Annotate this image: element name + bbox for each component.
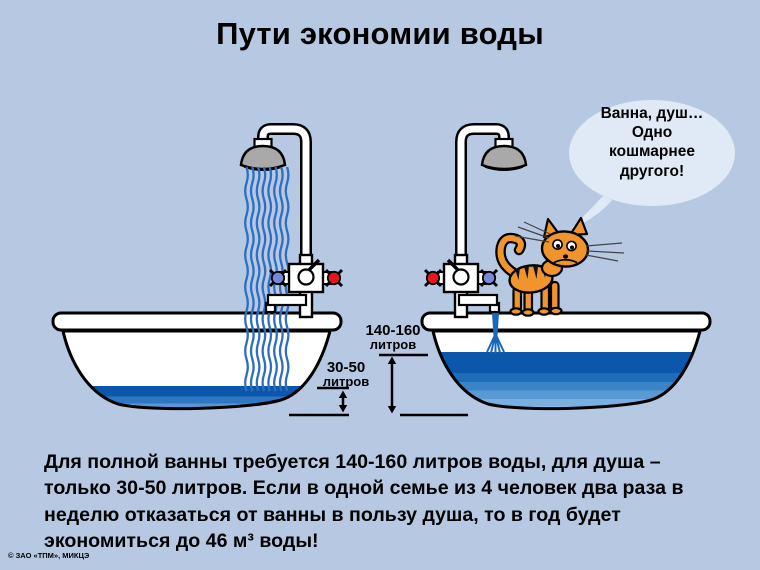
bath-volume-unit: литров <box>369 337 417 353</box>
cat-mouth <box>553 258 578 264</box>
shower-pipe-icon <box>239 123 312 262</box>
right-faucet-icon <box>423 253 501 319</box>
bubble-line: другого! <box>619 162 685 180</box>
cold-knob-icon <box>268 268 288 288</box>
bubble-line: кошмарнее <box>609 143 695 161</box>
cat-face <box>552 239 578 264</box>
faucet-stream-icon <box>486 306 505 354</box>
bath-scene <box>379 123 712 417</box>
hot-knob-icon <box>324 268 344 288</box>
shower-head-icon <box>239 144 287 171</box>
bath-water-level <box>433 352 700 409</box>
cat-illustration <box>495 216 625 317</box>
right-bathtub <box>420 311 712 411</box>
bath-volume-dimension <box>379 353 468 417</box>
shower-volume-unit: литров <box>322 374 370 390</box>
bath-volume-label: 140-160 литров <box>361 322 425 353</box>
left-faucet-icon <box>264 253 344 319</box>
copyright-line: © ЗАО «ТПМ», МИКЦЭ <box>8 551 90 560</box>
left-bathtub-rim <box>51 311 343 332</box>
cold-knob-icon <box>479 268 499 288</box>
bath-volume-value: 140-160 <box>365 322 421 339</box>
bubble-line: Одно <box>631 124 673 142</box>
shower-dimension-arrowheads <box>338 390 348 413</box>
cat-nose <box>562 254 569 259</box>
bubble-line: Ванна, душ… <box>600 105 704 122</box>
bath-shower-pipe-icon <box>455 123 528 262</box>
bath-dimension-arrowheads <box>387 356 397 414</box>
explanation-paragraph: Для полной ванны требуется 140-160 литро… <box>44 451 684 552</box>
cat-whiskers <box>514 221 625 262</box>
bath-shower-head-icon <box>480 144 528 171</box>
page-title: Пути экономии воды <box>216 16 544 51</box>
speech-bubble-text: Ванна, душ… Одно кошмарнее другого! <box>577 104 727 181</box>
right-spout <box>457 293 499 307</box>
shower-scene <box>51 123 349 417</box>
shower-volume-value: 30-50 <box>326 359 366 376</box>
hot-knob-icon <box>423 268 443 288</box>
left-spout <box>266 293 308 307</box>
left-bathtub <box>51 311 343 411</box>
shower-volume-label: 30-50 литров <box>314 359 378 390</box>
